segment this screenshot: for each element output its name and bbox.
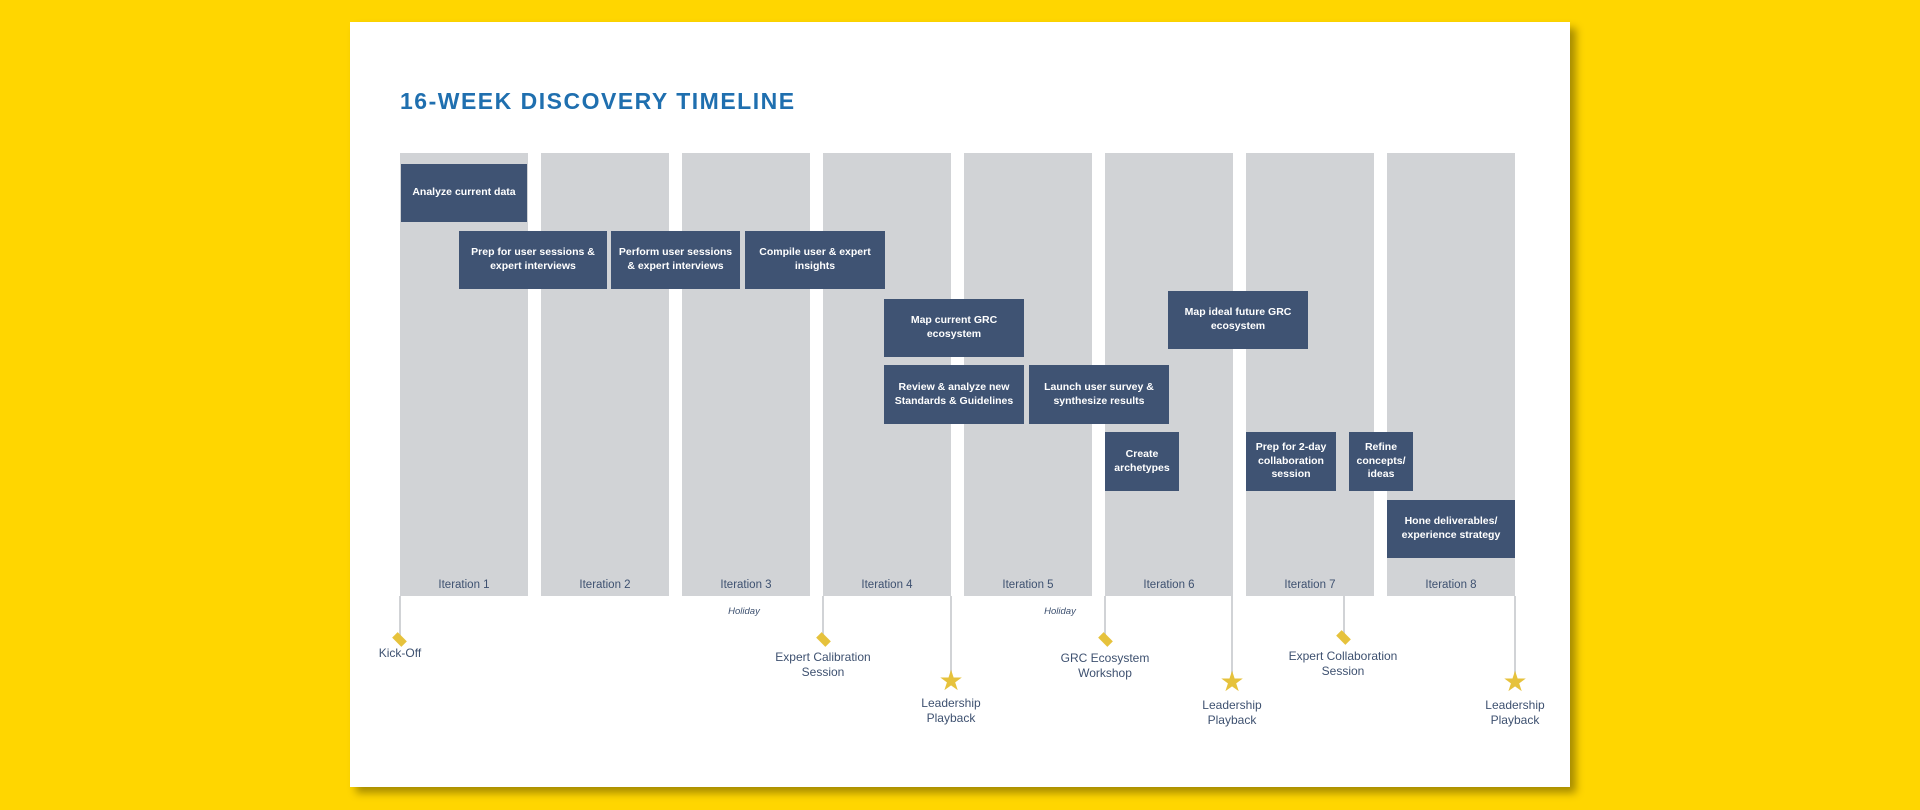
milestone-connector <box>1104 596 1106 638</box>
iteration-label: Iteration 5 <box>1002 579 1054 591</box>
task-box: Prep for user sessions & expert intervie… <box>459 231 607 289</box>
task-box: Perform user sessions & expert interview… <box>611 231 740 289</box>
task-box: Hone deliverables/ experience strategy <box>1387 500 1515 558</box>
milestone-connector <box>950 596 952 681</box>
milestone-label: Leadership Playback <box>1202 698 1262 727</box>
iteration-label: Iteration 6 <box>1143 579 1195 591</box>
iteration-column-1: Iteration 1 <box>400 153 528 596</box>
iteration-label: Iteration 8 <box>1425 579 1477 591</box>
iteration-column-7: Iteration 7 <box>1246 153 1374 596</box>
task-box: Refine concepts/ ideas <box>1349 432 1413 491</box>
diamond-icon <box>1098 632 1113 647</box>
task-box: Map current GRC ecosystem <box>884 299 1024 357</box>
milestone-connector <box>1343 596 1345 636</box>
milestone-connector <box>399 596 401 638</box>
task-box: Review & analyze new Standards & Guideli… <box>884 365 1024 424</box>
holiday-note: Holiday <box>728 606 760 617</box>
milestone-label: Leadership Playback <box>1485 698 1545 727</box>
milestone-label: Expert Collaboration Session <box>1288 649 1398 678</box>
task-box: Compile user & expert insights <box>745 231 885 289</box>
milestone-label: Kick-Off <box>378 646 422 660</box>
milestone-label: Expert Calibration Session <box>775 650 871 679</box>
iteration-label: Iteration 2 <box>579 579 631 591</box>
diamond-icon <box>1336 630 1351 645</box>
iteration-label: Iteration 1 <box>438 579 490 591</box>
task-box: Map ideal future GRC ecosystem <box>1168 291 1308 349</box>
task-box: Prep for 2-day collaboration session <box>1246 432 1336 491</box>
star-icon: ★ <box>1219 666 1245 697</box>
star-icon: ★ <box>938 665 964 696</box>
milestone-connector <box>822 596 824 638</box>
iteration-column-3: Iteration 3 <box>682 153 810 596</box>
task-box: Create archetypes <box>1105 432 1179 491</box>
iteration-label: Iteration 3 <box>720 579 772 591</box>
milestone-connector <box>1231 596 1233 681</box>
iteration-label: Iteration 7 <box>1284 579 1336 591</box>
task-box: Analyze current data <box>401 164 527 222</box>
iteration-column-2: Iteration 2 <box>541 153 669 596</box>
milestone-connector <box>1514 596 1516 681</box>
task-box: Launch user survey & synthesize results <box>1029 365 1169 424</box>
diamond-icon <box>392 632 407 647</box>
iteration-label: Iteration 4 <box>861 579 913 591</box>
milestone-label: GRC Ecosystem Workshop <box>1060 651 1150 680</box>
star-icon: ★ <box>1502 666 1528 697</box>
timeline-card: 16-WEEK DISCOVERY TIMELINE Iteration 1 I… <box>350 22 1570 787</box>
milestone-label: Leadership Playback <box>921 696 981 725</box>
page-title: 16-WEEK DISCOVERY TIMELINE <box>400 88 796 114</box>
diamond-icon <box>816 632 831 647</box>
holiday-note: Holiday <box>1044 606 1076 617</box>
